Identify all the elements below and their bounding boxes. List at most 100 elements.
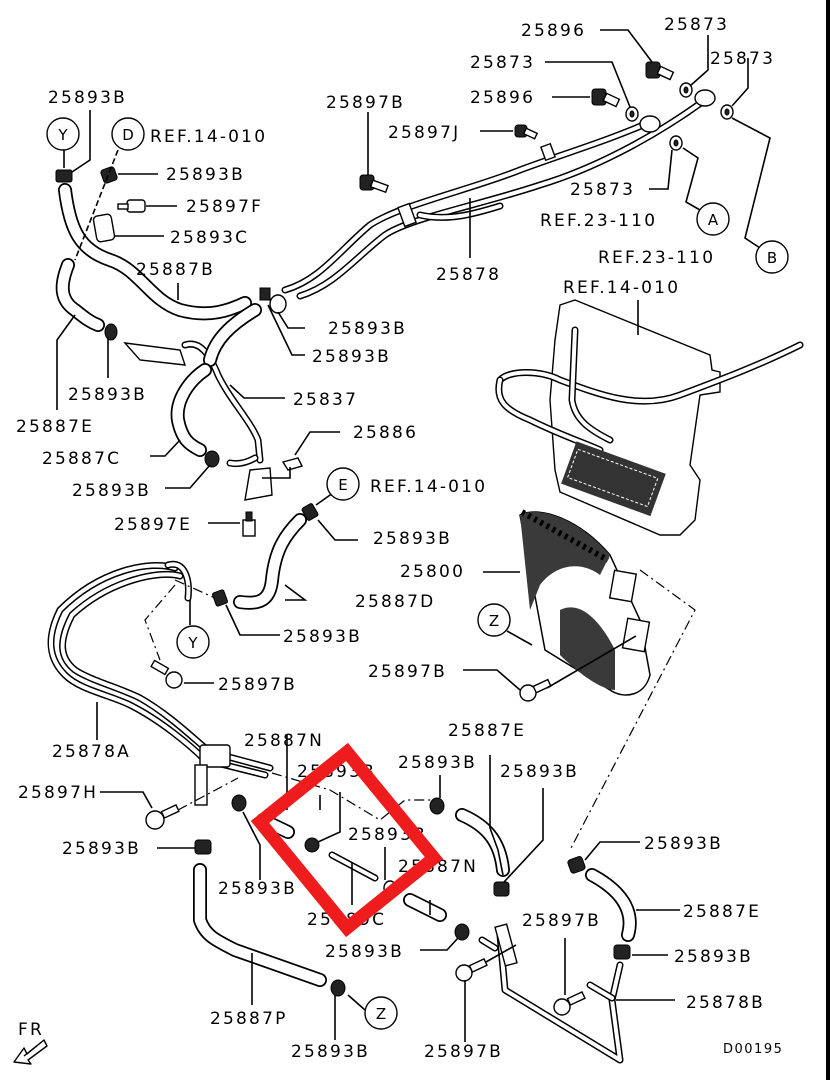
svg-text:Z: Z (489, 612, 499, 630)
label-25893B-lower: 25893B (218, 879, 297, 899)
ref-D-label: REF.14-010 (150, 127, 267, 147)
label-25887C: 25887C (42, 449, 121, 469)
bolt-25897H (145, 803, 180, 830)
label-25893B-D: 25893B (166, 165, 245, 185)
bracket-stand (194, 764, 208, 806)
washer-25873-d (669, 135, 683, 151)
cooler-bracket-lower (621, 617, 651, 653)
hose-25887P (193, 863, 327, 987)
hose-25887N-low (403, 893, 447, 922)
label-25893B-887C: 25893B (72, 481, 151, 501)
pipe-clamp (397, 202, 417, 228)
clamp-25893B-lowleft (194, 839, 212, 855)
label-25893B-right1: 25893B (325, 942, 404, 962)
label-25887N-top: 25887N (244, 731, 324, 751)
cooler-bracket-upper (608, 569, 638, 603)
bolt-25897B-lowmid (455, 957, 488, 982)
label-25897E: 25897E (114, 515, 192, 535)
callout-Y-top: Y (46, 117, 80, 151)
label-25893B-bottom: 25893B (291, 1042, 370, 1062)
bolt-25897B-Z (519, 678, 552, 702)
oil-cooler-25800 (519, 509, 651, 696)
callout-Z-bottom: Z (364, 996, 398, 1030)
hose-25887B (58, 183, 252, 321)
ref-cooler-label: REF.14-010 (563, 278, 680, 298)
hose-25837 (181, 303, 264, 464)
label-25893B-E: 25893B (373, 529, 452, 549)
clamp-25893B-mid2 (429, 797, 445, 815)
label-25897B-Z: 25897B (368, 662, 447, 682)
clamp-25893B-887D (212, 589, 228, 607)
bolt-25897B-Y (150, 659, 183, 689)
label-25887E-right: 25887E (683, 902, 761, 922)
label-25897H: 25897H (18, 783, 98, 803)
pipe-bracket (540, 142, 556, 162)
oil-cooler-assembly-ref (495, 299, 804, 536)
label-25897B-bottom: 25897B (424, 1042, 503, 1062)
clamp-25893B-left (104, 323, 118, 341)
washer-25873-c (720, 104, 734, 120)
washer-25873-a (679, 82, 693, 98)
banjo-eye-2 (694, 89, 716, 107)
label-25897F: 25897F (186, 197, 263, 217)
bolt-25897J (514, 124, 539, 140)
label-25893B-lowleft: 25893B (62, 839, 141, 859)
banjo-eye-1 (639, 115, 661, 133)
label-25886: 25886 (353, 423, 418, 443)
label-25887D: 25887D (355, 592, 435, 612)
ref-B-label: REF.23-110 (598, 248, 715, 268)
callout-Z-mid: Z (477, 603, 511, 637)
label-25800: 25800 (400, 562, 465, 582)
clamp-25893B-right2 (613, 944, 631, 960)
bolt-25897B-bottomright (553, 990, 586, 1016)
svg-text:Z: Z (376, 1005, 386, 1023)
label-25878A: 25878A (52, 742, 131, 762)
svg-text:B: B (767, 249, 777, 267)
ref-A-label: REF.23-110 (540, 211, 657, 231)
hose-25887C (170, 363, 212, 457)
label-25893B-topleft: 25893B (48, 88, 127, 108)
label-25893B-pipe1: 25893B (328, 319, 407, 339)
label-25893B-right2: 25893B (674, 947, 753, 967)
label-25887P: 25887P (210, 1009, 288, 1029)
callout-B: B (755, 240, 789, 274)
label-25897B-top: 25897B (326, 93, 405, 113)
label-25878: 25878 (436, 265, 501, 285)
svg-text:D: D (122, 126, 134, 144)
hose-25887E-mid (455, 808, 510, 877)
label-25897J: 25897J (388, 123, 460, 143)
label-25897B-Y: 25897B (218, 675, 297, 695)
right-edge-border (826, 0, 830, 1080)
bolt-25897E (242, 511, 256, 537)
label-25878B: 25878B (686, 993, 765, 1013)
ref-E-label: REF.14-010 (370, 477, 487, 497)
label-25893B-mid2: 25893B (500, 762, 579, 782)
highlight-diamond (250, 742, 444, 938)
clamp-25893B-mid1 (231, 794, 247, 812)
label-25887E-mid: 25887E (448, 721, 526, 741)
clamp-25893B-center (567, 856, 586, 874)
bracket-left (123, 342, 273, 501)
label-25893B-mid1: 25893B (398, 753, 477, 773)
bolt-25897B-top (359, 174, 389, 194)
cap-25893C (92, 213, 116, 243)
hose-25887E-right (585, 868, 637, 942)
front-direction-label: FR (18, 1020, 44, 1040)
clamp-25893B-D (100, 166, 118, 184)
callout-D: D (111, 117, 145, 151)
clip-25886 (281, 457, 304, 471)
plug-25897F (117, 199, 146, 213)
label-25837: 25837 (293, 390, 358, 410)
label-25893B-center: 25893B (644, 834, 723, 854)
label-25893B-pipe2: 25893B (312, 347, 391, 367)
clamp-25893B-lower (454, 923, 470, 941)
hose-25887D (233, 513, 307, 610)
pipe-bracket-25878A (199, 744, 231, 768)
hose-25887E-left (55, 258, 105, 332)
washer-25873-b (625, 106, 639, 122)
clamp-25893B-hidden1 (304, 837, 320, 853)
label-25896-mid: 25896 (470, 88, 535, 108)
label-25897B-lowmid: 25897B (522, 911, 601, 931)
pipe-25878A (47, 560, 274, 806)
